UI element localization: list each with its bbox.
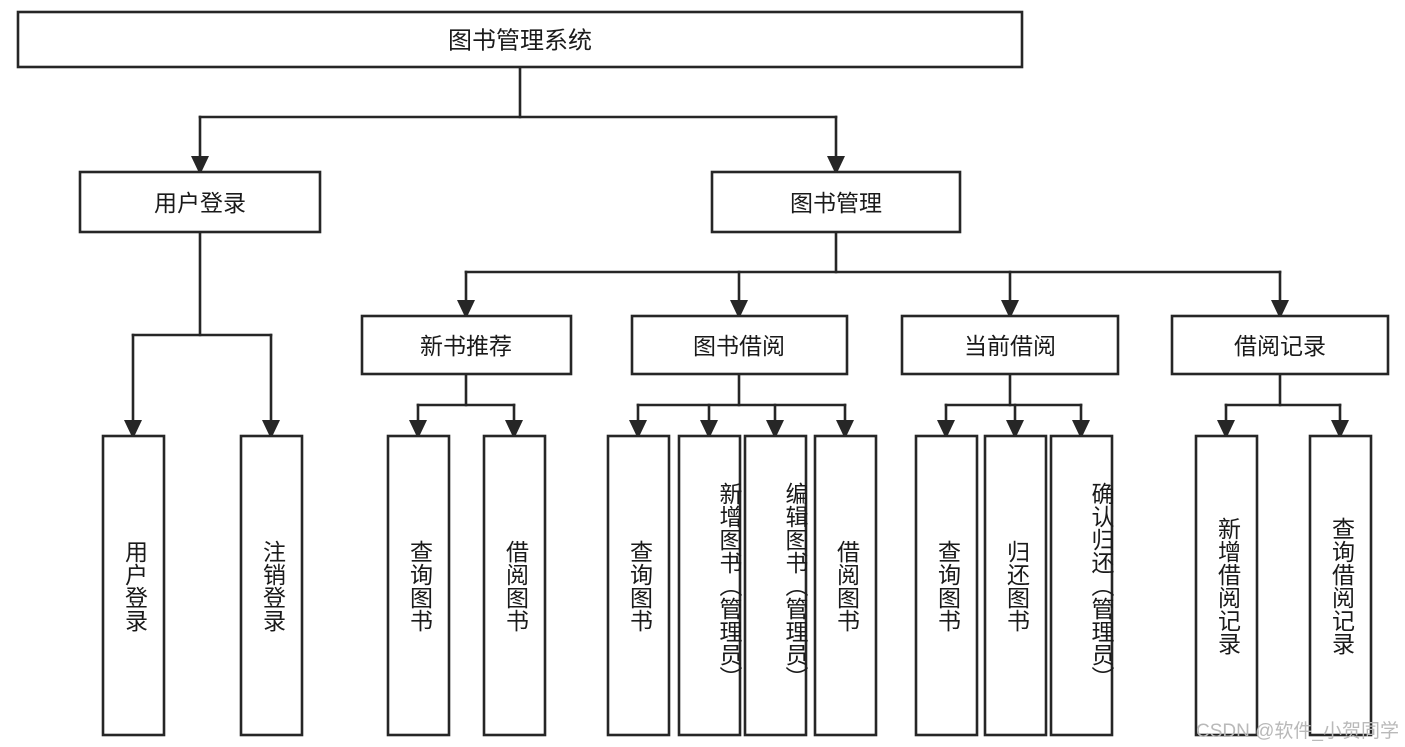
node-leaf-user-login-box[interactable] bbox=[101, 434, 166, 737]
arrowhead-leaf-user-login bbox=[124, 420, 142, 439]
arrowhead-current-borrow bbox=[1001, 300, 1019, 319]
arrowhead-borrow-record bbox=[1271, 300, 1289, 319]
node-borrow-record-box[interactable] bbox=[1170, 314, 1390, 376]
node-leaf-add-record-box[interactable] bbox=[1194, 434, 1259, 737]
node-new-book-rec-box[interactable] bbox=[360, 314, 573, 376]
arrowhead-book-borrow bbox=[730, 300, 748, 319]
node-leaf-confirm-return-box[interactable] bbox=[1049, 434, 1114, 737]
arrowhead-leaf-query-cur bbox=[937, 420, 955, 439]
node-current-borrow-box[interactable] bbox=[900, 314, 1120, 376]
node-leaf-query-cur-box[interactable] bbox=[914, 434, 979, 737]
arrowhead-leaf-add-record bbox=[1217, 420, 1235, 439]
arrowhead-leaf-query-book bbox=[629, 420, 647, 439]
node-root-box[interactable] bbox=[16, 10, 1024, 69]
node-current-borrow-label: 当前借阅 bbox=[964, 333, 1056, 359]
connector-layer bbox=[131, 65, 1342, 424]
node-layer: 图书管理系统 用户登录 图书管理 新书推荐 图书借阅 当前借阅 借阅记录 bbox=[16, 10, 1390, 737]
arrowhead-book-manage bbox=[827, 156, 845, 175]
node-root-label: 图书管理系统 bbox=[448, 28, 592, 55]
node-leaf-add-book-box[interactable] bbox=[677, 434, 742, 737]
node-book-borrow-box[interactable] bbox=[630, 314, 849, 376]
arrowhead-leaf-return-book bbox=[1006, 420, 1024, 439]
node-leaf-borrow-book-rec-box[interactable] bbox=[482, 434, 547, 737]
arrowhead-leaf-confirm-return bbox=[1072, 420, 1090, 439]
node-leaf-borrow-book-box[interactable] bbox=[813, 434, 878, 737]
node-leaf-logout-box[interactable] bbox=[239, 434, 304, 737]
node-leaf-query-record-box[interactable] bbox=[1308, 434, 1373, 737]
arrowhead-user-login bbox=[191, 156, 209, 175]
arrowhead-leaf-query-book-rec bbox=[409, 420, 427, 439]
node-book-manage-box[interactable] bbox=[710, 170, 962, 234]
csdn-watermark: CSDN @软件_小贺同学 bbox=[1196, 721, 1399, 742]
node-book-manage-label: 图书管理 bbox=[790, 190, 882, 216]
node-leaf-edit-book-box[interactable] bbox=[743, 434, 808, 737]
arrowhead-new-book-rec bbox=[457, 300, 475, 319]
node-book-borrow-label: 图书借阅 bbox=[693, 333, 785, 359]
node-leaf-query-book-box[interactable] bbox=[606, 434, 671, 737]
node-new-book-rec-label: 新书推荐 bbox=[420, 333, 512, 359]
arrowhead-leaf-logout bbox=[262, 420, 280, 439]
arrowhead-leaf-query-record bbox=[1331, 420, 1349, 439]
arrowhead-layer bbox=[124, 156, 1349, 439]
node-leaf-return-book-box[interactable] bbox=[983, 434, 1048, 737]
arrowhead-leaf-borrow-book-rec bbox=[505, 420, 523, 439]
arrowhead-leaf-borrow-book bbox=[836, 420, 854, 439]
arrowhead-leaf-add-book bbox=[700, 420, 718, 439]
node-borrow-record-label: 借阅记录 bbox=[1234, 333, 1326, 359]
arrowhead-leaf-edit-book bbox=[766, 420, 784, 439]
node-user-login-box[interactable] bbox=[78, 170, 322, 234]
node-user-login-label: 用户登录 bbox=[154, 190, 246, 216]
node-leaf-query-book-rec-box[interactable] bbox=[386, 434, 451, 737]
